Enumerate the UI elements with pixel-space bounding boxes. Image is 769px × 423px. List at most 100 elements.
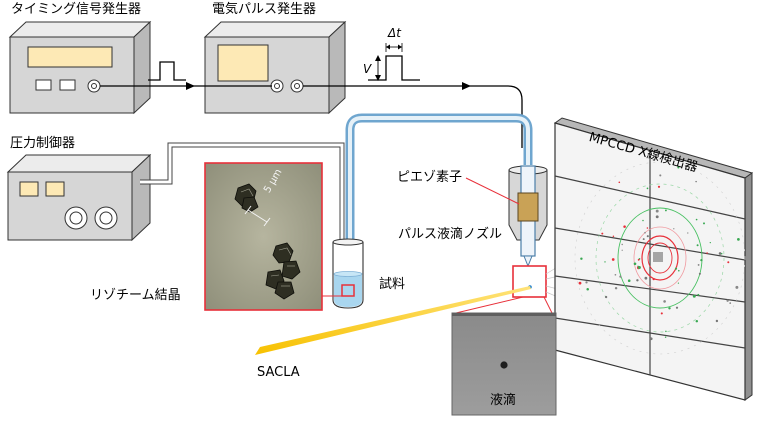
droplet-leader-right: [543, 296, 553, 314]
delta-t-label: Δt: [388, 26, 401, 40]
diffraction-spot: [695, 218, 698, 221]
droplet-micrograph: [451, 312, 557, 416]
timing-button-2: [59, 79, 76, 91]
diffraction-spot: [697, 293, 700, 296]
nozzle-label: パルス液滴ノズル: [398, 227, 503, 242]
crystal-micrograph: [204, 162, 323, 311]
diffraction-spot: [644, 231, 646, 234]
sacla-label: SACLA: [257, 365, 300, 380]
piezo-leader: [465, 177, 520, 205]
diffraction-spot: [586, 287, 589, 291]
pulse-generator: [203, 20, 347, 115]
diffraction-spot: [619, 275, 622, 278]
diffraction-spot: [655, 209, 659, 213]
diffraction-spot: [695, 180, 697, 183]
diffraction-spot: [649, 337, 653, 341]
pulse-droplet-nozzle: [508, 165, 548, 268]
diffraction-spot: [580, 257, 583, 260]
diffraction-spot: [663, 300, 666, 303]
diffraction-spot: [627, 279, 631, 283]
diffraction-spot: [657, 185, 661, 188]
diffraction-spot: [687, 232, 689, 234]
diffraction-spot: [637, 258, 640, 261]
diffraction-spots: [578, 166, 740, 341]
pulse-generator-label: 電気パルス発生器: [212, 2, 317, 17]
diffraction-spot: [692, 294, 696, 298]
pressure-controller-label: 圧力制御器: [10, 136, 76, 151]
diffraction-spot: [727, 261, 730, 264]
diffraction-spot: [706, 252, 708, 254]
diffraction-spot: [611, 258, 615, 261]
diffraction-spot: [698, 272, 701, 275]
diffraction-spot: [621, 249, 623, 251]
sample-vial: [332, 238, 364, 309]
diffraction-spot: [729, 302, 732, 304]
diffraction-spot: [633, 262, 637, 266]
diffraction-spot: [696, 244, 699, 247]
diffraction-spot: [614, 273, 617, 276]
diffraction-spot: [652, 277, 655, 281]
droplet-highlight-box: [512, 265, 547, 298]
diffraction-spot: [673, 228, 675, 230]
diffraction-spot: [646, 227, 649, 229]
diffraction-spot: [664, 336, 667, 338]
pressure-controller: [6, 153, 152, 242]
droplet-leader-left: [455, 296, 524, 314]
diffraction-spot: [642, 238, 645, 241]
diffraction-spot: [642, 219, 644, 222]
diffraction-spot: [644, 276, 648, 280]
diffraction-spot: [700, 258, 703, 262]
diffraction-spot: [646, 235, 649, 238]
diffraction-spot: [664, 209, 667, 212]
diffraction-spot: [677, 166, 680, 169]
diffraction-spot: [715, 319, 719, 323]
diffraction-spot: [646, 187, 649, 190]
diffraction-spot: [665, 330, 667, 333]
diffraction-spot: [637, 266, 641, 269]
pulse-display: [217, 44, 269, 82]
diffraction-spot: [720, 252, 723, 255]
diffraction-spot: [604, 261, 606, 263]
diffraction-spot: [623, 225, 626, 228]
timing-button-1: [35, 79, 52, 91]
vial-highlight-box: [341, 284, 355, 297]
diffraction-spot: [675, 306, 679, 309]
piezo-label: ピエゾ素子: [397, 170, 463, 185]
pressure-display-1: [19, 181, 39, 197]
diffraction-spot: [718, 252, 722, 255]
xray-beam: [255, 286, 531, 355]
diffraction-spot: [709, 241, 711, 244]
diffraction-spot: [655, 215, 659, 219]
diffraction-spot: [585, 281, 588, 284]
pressure-display-2: [45, 181, 65, 197]
diffraction-spot: [668, 307, 671, 310]
diffraction-spot: [601, 232, 604, 235]
mpccd-detector: [553, 117, 754, 401]
diffraction-spot: [604, 295, 608, 299]
timing-generator-label: タイミング信号発生器: [11, 2, 142, 17]
diffraction-spot: [614, 286, 618, 290]
sample-tube: [345, 113, 533, 290]
diffraction-spot: [659, 174, 662, 177]
voltage-pulse-waveform: [368, 55, 420, 81]
diffraction-spot: [677, 282, 680, 284]
diffraction-spot: [636, 279, 639, 282]
diffraction-spot: [678, 269, 680, 272]
diffraction-spot: [660, 312, 663, 315]
diffraction-spot: [612, 235, 615, 237]
diffraction-spot: [578, 281, 582, 285]
diffraction-spot: [695, 319, 699, 323]
timing-generator: [8, 20, 152, 115]
voltage-label: V: [363, 62, 372, 76]
sample-label: 試料: [379, 277, 406, 292]
pulse-cable: [303, 85, 523, 148]
piezo-element: [517, 192, 539, 222]
diffraction-spot: [621, 243, 623, 246]
droplet-label: 液滴: [490, 393, 517, 408]
diffraction-spot: [618, 181, 621, 184]
diffraction-spot: [697, 263, 700, 266]
diffraction-spot: [703, 222, 705, 225]
diffraction-spot: [737, 238, 740, 241]
